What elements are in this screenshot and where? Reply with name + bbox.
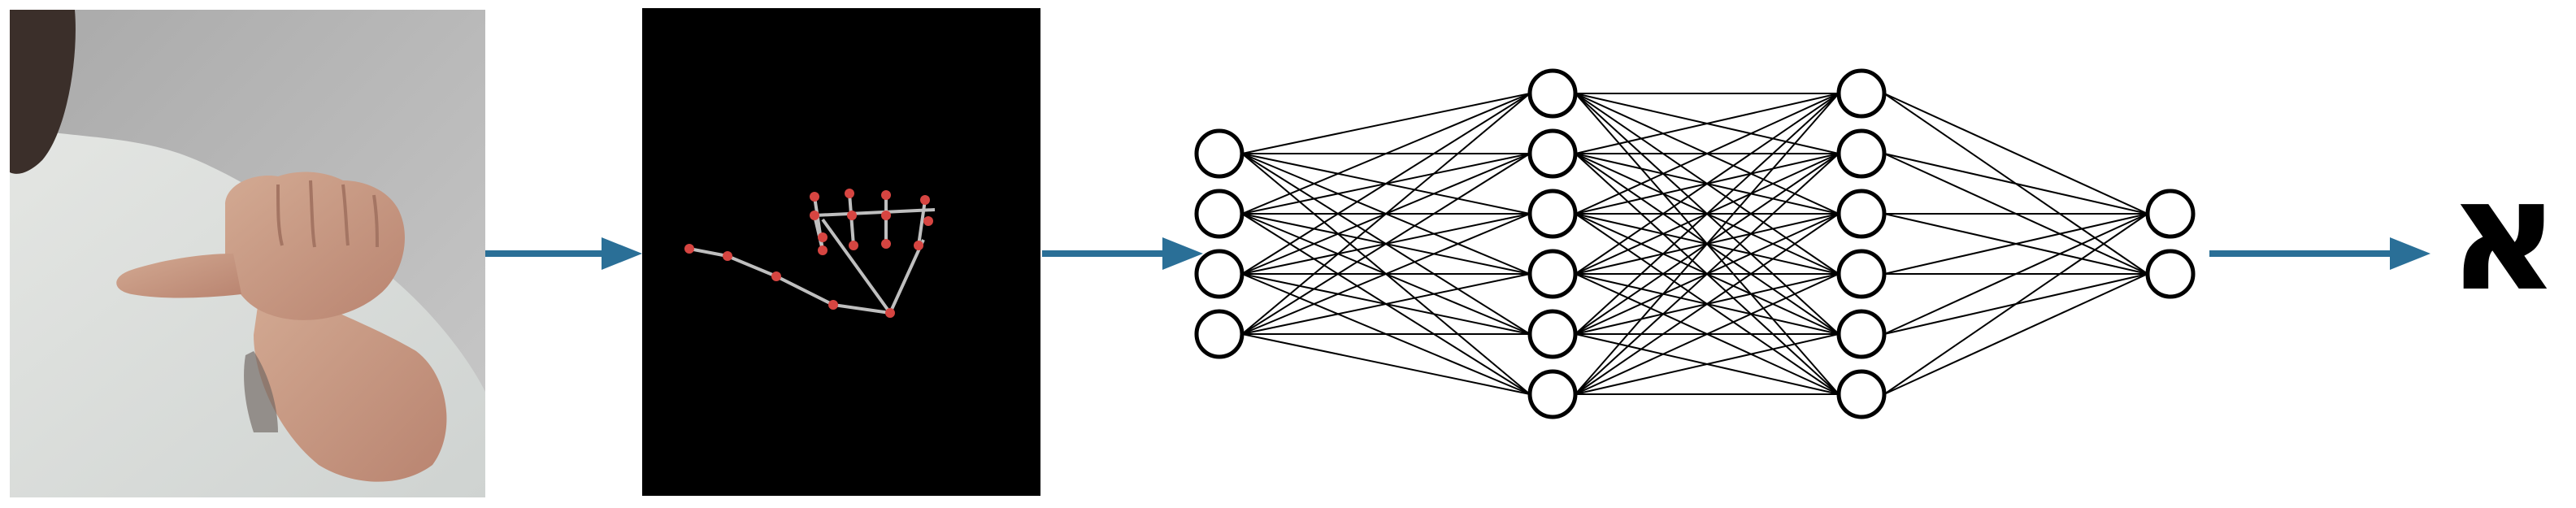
arrow-3 <box>2209 237 2430 270</box>
network-connection <box>1575 93 1840 215</box>
network-connection <box>1241 213 1531 335</box>
arrow-2 <box>1042 237 1203 270</box>
network-node-layer-2 <box>1527 249 1578 299</box>
network-connection <box>1241 273 1531 335</box>
network-nodes <box>1194 68 2196 419</box>
forearm <box>254 278 447 482</box>
neural-network <box>1194 68 2196 419</box>
network-node-layer-3 <box>1836 309 1887 359</box>
network-node-layer-1 <box>1194 249 1245 299</box>
network-connection <box>1575 273 1840 395</box>
network-connection <box>1883 93 2148 215</box>
network-connection <box>1241 93 1531 275</box>
arrow-1 <box>485 237 642 270</box>
network-connection <box>1241 93 1531 335</box>
network-node-layer-3 <box>1836 128 1887 179</box>
network-connection <box>1241 333 1531 395</box>
network-node-layer-4 <box>2145 189 2196 239</box>
wristband <box>244 351 278 432</box>
network-connection <box>1883 213 2148 395</box>
network-node-layer-3 <box>1836 369 1887 419</box>
network-node-layer-3 <box>1836 249 1887 299</box>
network-connection <box>1241 153 1531 335</box>
network-node-layer-1 <box>1194 128 1245 179</box>
network-node-layer-3 <box>1836 68 1887 119</box>
network-node-layer-2 <box>1527 309 1578 359</box>
network-node-layer-2 <box>1527 68 1578 119</box>
network-connection <box>1241 93 1531 154</box>
network-node-layer-1 <box>1194 189 1245 239</box>
output-letter: א <box>2447 145 2561 325</box>
network-node-layer-2 <box>1527 189 1578 239</box>
network-connection <box>1883 213 2148 335</box>
thumb <box>116 254 241 298</box>
network-node-layer-1 <box>1194 309 1245 359</box>
network-connection <box>1883 153 2148 215</box>
network-connection <box>1575 93 1840 395</box>
beard <box>10 10 76 174</box>
network-connection <box>1241 93 1531 215</box>
network-node-layer-3 <box>1836 189 1887 239</box>
network-connection <box>1575 213 1840 395</box>
network-connection <box>1575 93 1840 335</box>
network-connections <box>1241 93 2148 395</box>
network-connection <box>1883 213 2148 275</box>
network-node-layer-2 <box>1527 128 1578 179</box>
network-node-layer-4 <box>2145 249 2196 299</box>
network-connection <box>1883 273 2148 395</box>
network-connection <box>1575 153 1840 395</box>
landmark-points <box>684 189 933 318</box>
hand-landmark-skeleton <box>642 8 1040 496</box>
network-node-layer-2 <box>1527 369 1578 419</box>
network-connection <box>1575 93 1840 275</box>
network-connection <box>1575 333 1840 395</box>
network-connection <box>1575 93 1840 154</box>
hand-gesture-photo <box>10 10 485 497</box>
